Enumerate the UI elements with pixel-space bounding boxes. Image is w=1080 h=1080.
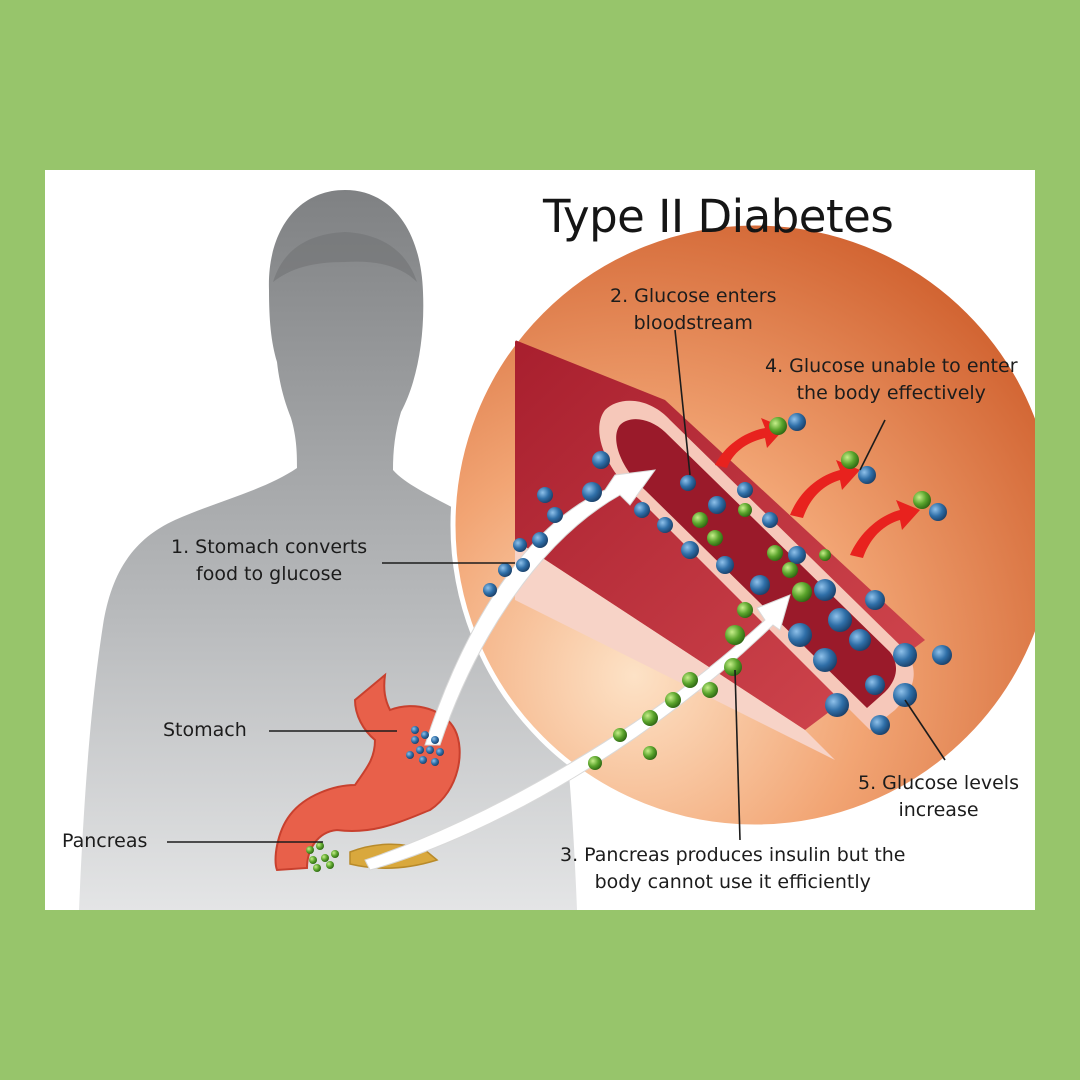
glucose-molecule	[483, 583, 497, 597]
insulin-molecule	[642, 710, 658, 726]
glucose-molecule	[532, 532, 548, 548]
insulin-molecule	[643, 746, 657, 760]
insulin-molecule	[702, 682, 718, 698]
insulin-molecule	[692, 512, 708, 528]
glucose-molecule	[849, 629, 871, 651]
diagram-artwork	[79, 190, 1035, 910]
label-step5-line1: 5. Glucose levels	[858, 772, 1019, 794]
insulin-molecule	[316, 842, 324, 850]
label-step3-line2: body cannot use it efficiently	[594, 871, 871, 893]
glucose-molecule	[788, 546, 806, 564]
glucose-molecule	[828, 608, 852, 632]
leader-lines	[167, 329, 946, 843]
diagram-title: Type II Diabetes	[543, 190, 894, 243]
label-step1-line1: 1. Stomach converts	[171, 536, 368, 558]
label-step2: 2. Glucose enters bloodstream	[610, 283, 777, 337]
diagram-panel: Type II Diabetes 1. Stomach converts foo…	[45, 170, 1035, 910]
glucose-molecule	[498, 563, 512, 577]
glucose-molecule	[411, 736, 419, 744]
glucose-molecule	[893, 683, 917, 707]
glucose-molecule	[870, 715, 890, 735]
glucose-molecule	[788, 413, 806, 431]
magnified-bloodstream	[450, 220, 1035, 830]
label-step5-line2: increase	[898, 799, 979, 821]
glucose-molecule	[547, 507, 563, 523]
insulin-molecule	[737, 602, 753, 618]
glucose-molecule	[431, 758, 439, 766]
insulin-molecule	[665, 692, 681, 708]
insulin-molecule	[321, 854, 329, 862]
glucose-molecule	[708, 496, 726, 514]
insulin-molecule	[326, 861, 334, 869]
glucose-molecule	[865, 675, 885, 695]
label-step4-line2: the body effectively	[796, 382, 986, 404]
glucose-molecule	[681, 541, 699, 559]
insulin-molecule	[313, 864, 321, 872]
glucose-molecule	[762, 512, 778, 528]
insulin-molecule	[331, 850, 339, 858]
glucose-molecule	[416, 746, 424, 754]
glucose-molecule	[737, 482, 753, 498]
glucose-molecule	[592, 451, 610, 469]
label-step2-line1: 2. Glucose enters	[610, 285, 777, 307]
insulin-molecule	[841, 451, 859, 469]
insulin-molecule	[613, 728, 627, 742]
insulin-molecule	[682, 672, 698, 688]
glucose-molecule	[825, 693, 849, 717]
glucose-molecule	[426, 746, 434, 754]
label-stomach: Stomach	[163, 719, 247, 741]
glucose-molecule	[716, 556, 734, 574]
insulin-molecule	[306, 846, 314, 854]
label-pancreas: Pancreas	[62, 830, 148, 852]
glucose-molecule	[750, 575, 770, 595]
glucose-molecule	[788, 623, 812, 647]
glucose-molecule	[431, 736, 439, 744]
label-step1: 1. Stomach converts food to glucose	[171, 534, 367, 588]
label-step3-line1: 3. Pancreas produces insulin but the	[560, 844, 906, 866]
insulin-molecule	[792, 582, 812, 602]
glucose-molecule	[421, 731, 429, 739]
insulin-molecule	[819, 549, 831, 561]
label-step4: 4. Glucose unable to enter the body effe…	[765, 353, 1018, 407]
escape-arrows	[715, 418, 920, 558]
label-step1-line2: food to glucose	[196, 563, 343, 585]
glucose-molecule	[419, 756, 427, 764]
insulin-molecule	[588, 756, 602, 770]
glucose-molecule	[582, 482, 602, 502]
label-step2-line2: bloodstream	[633, 312, 753, 334]
glucose-molecule	[865, 590, 885, 610]
label-step4-line1: 4. Glucose unable to enter	[765, 355, 1018, 377]
glucose-molecule	[513, 538, 527, 552]
insulin-molecule	[738, 503, 752, 517]
glucose-molecule	[929, 503, 947, 521]
insulin-molecule	[707, 530, 723, 546]
insulin-molecule	[767, 545, 783, 561]
glucose-molecule	[932, 645, 952, 665]
glucose-molecule	[436, 748, 444, 756]
insulin-molecule	[724, 658, 742, 676]
glucose-molecule	[634, 502, 650, 518]
insulin-molecule	[769, 417, 787, 435]
glucose-molecule	[814, 579, 836, 601]
glucose-molecule	[893, 643, 917, 667]
label-step5: 5. Glucose levels increase	[858, 770, 1019, 824]
glucose-molecule	[411, 726, 419, 734]
insulin-molecule	[913, 491, 931, 509]
flow-arrows	[364, 469, 791, 871]
glucose-molecule	[858, 466, 876, 484]
glucose-molecule	[657, 517, 673, 533]
molecules	[306, 413, 952, 872]
insulin-molecule	[725, 625, 745, 645]
label-step3: 3. Pancreas produces insulin but the bod…	[560, 842, 906, 896]
glucose-molecule	[516, 558, 530, 572]
glucose-molecule	[537, 487, 553, 503]
insulin-molecule	[782, 562, 798, 578]
glucose-molecule	[406, 751, 414, 759]
glucose-molecule	[813, 648, 837, 672]
glucose-molecule	[680, 475, 696, 491]
insulin-molecule	[309, 856, 317, 864]
